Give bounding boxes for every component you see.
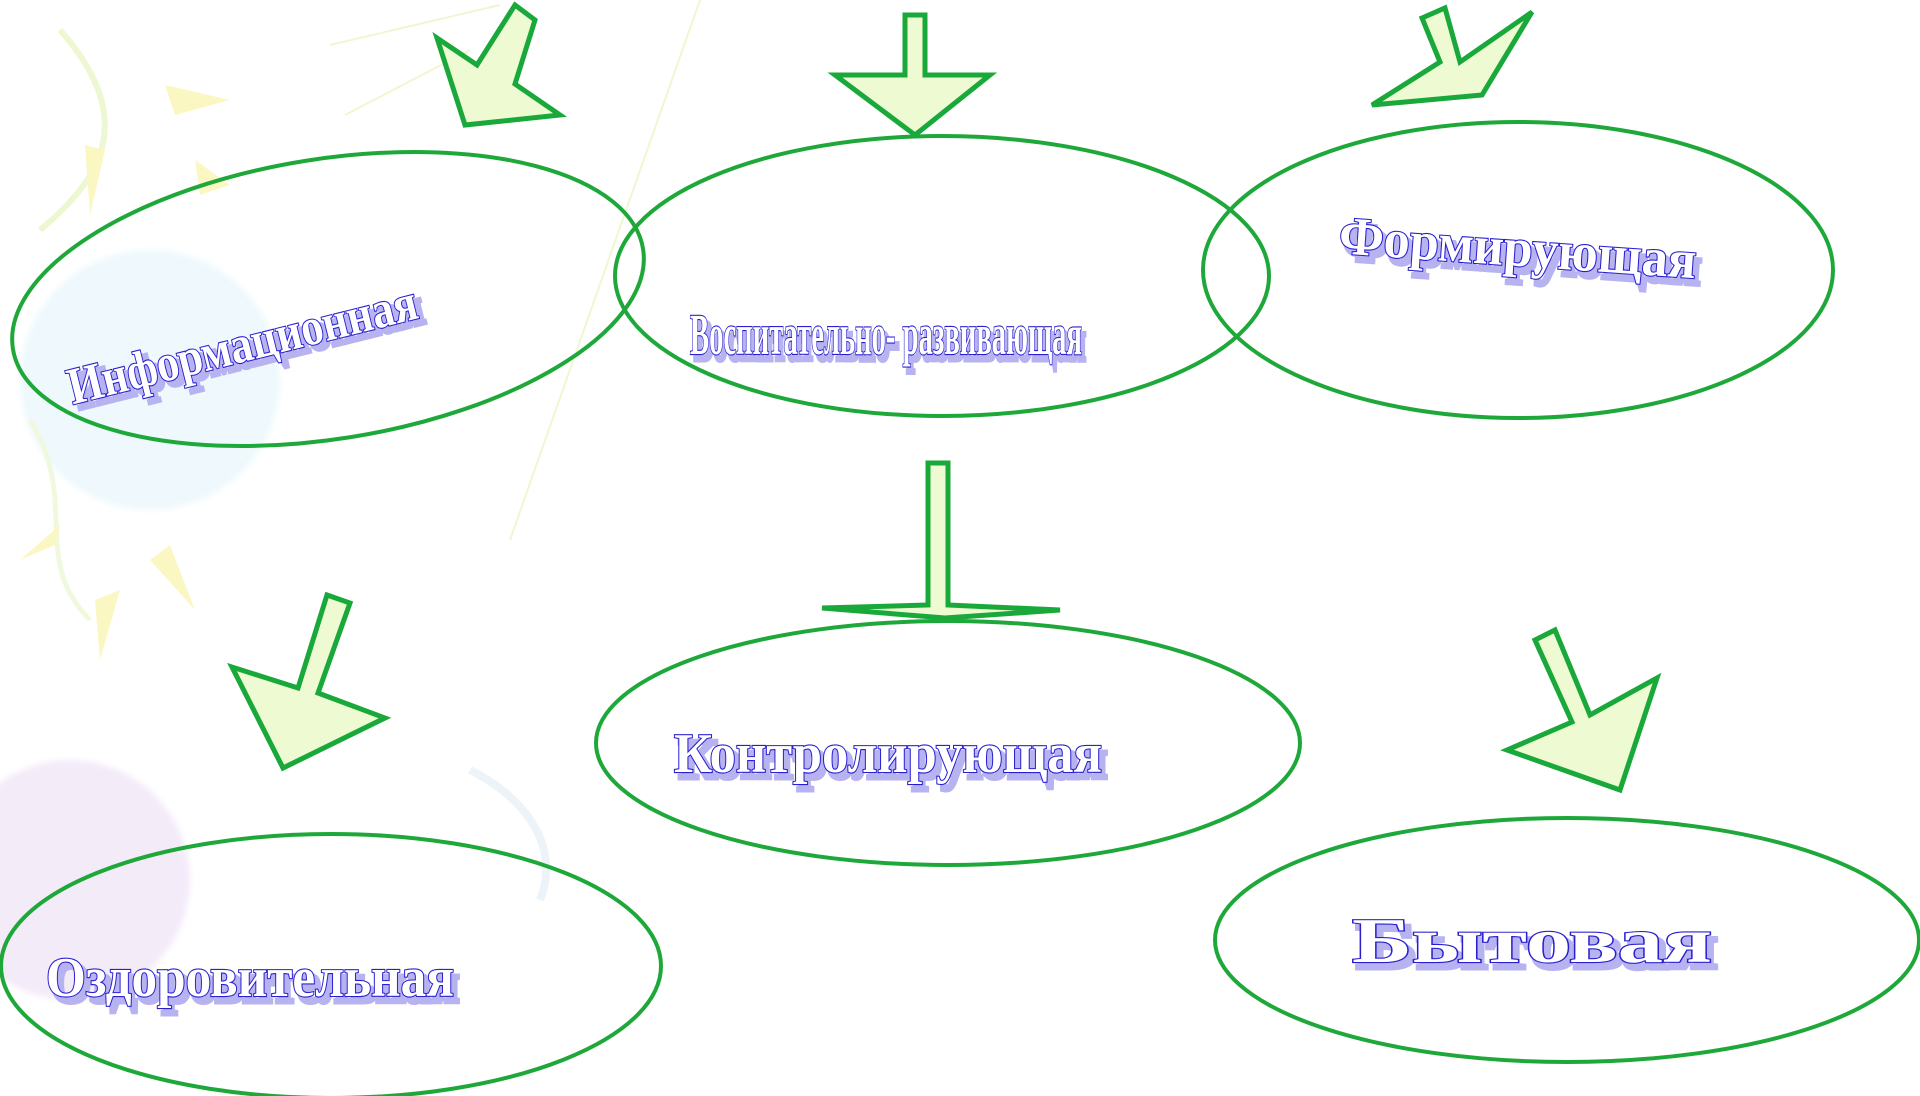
arrow-forming: [1370, 4, 1535, 108]
arrow-health: [227, 591, 392, 772]
oval-forming: [1201, 120, 1835, 420]
label-educational: Воспитательно- развивающая: [690, 302, 1082, 367]
oval-household: [1213, 816, 1920, 1064]
shadow-controlling: Контролирующая: [679, 729, 1107, 791]
oval-educational: [613, 134, 1271, 418]
arrow-household: [1500, 626, 1662, 794]
arrow-educational: [827, 12, 998, 139]
label-forming: Формирующая: [1337, 205, 1698, 290]
oval-controlling: [594, 619, 1302, 867]
label-household: Бытовая: [1352, 905, 1712, 976]
shadow-household: Бытовая: [1357, 911, 1717, 982]
oval-informational: [10, 149, 646, 449]
shadow-educational: Воспитательно- развивающая: [694, 308, 1086, 373]
label-controlling: Контролирующая: [674, 723, 1102, 785]
oval-health: [0, 832, 663, 1096]
arrow-controlling: [821, 460, 1061, 621]
background-decoration: [0, 0, 701, 1000]
shadow-health: Оздоровительная: [51, 953, 459, 1015]
label-health: Оздоровительная: [46, 947, 454, 1009]
arrow-informational: [432, 1, 567, 128]
